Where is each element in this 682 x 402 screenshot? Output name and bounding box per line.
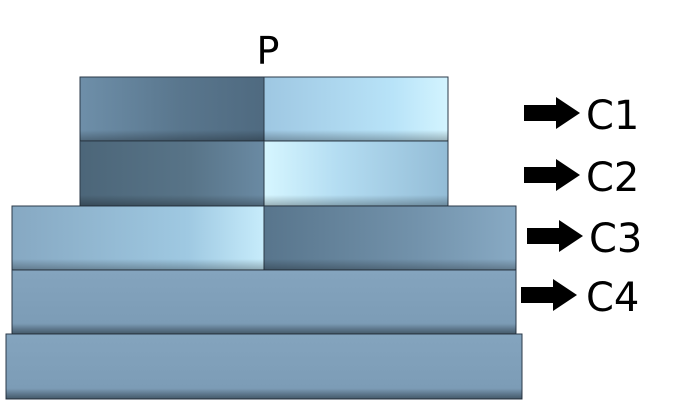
right-arrow-icon	[527, 220, 583, 252]
arrow-c2: C2	[524, 155, 639, 201]
layer-label-c3: C3	[589, 216, 642, 262]
layer-label-c4: C4	[586, 275, 639, 321]
top-label: P	[257, 29, 280, 73]
arrow-c1: C1	[524, 93, 639, 139]
base-slab	[5, 333, 523, 400]
layer-c4	[11, 269, 517, 335]
right-arrow-icon	[524, 97, 580, 129]
layer-c3	[11, 205, 517, 271]
arrow-c4: C4	[521, 275, 639, 321]
arrow-c3: C3	[527, 216, 642, 262]
right-arrow-icon	[524, 159, 580, 191]
layer-c1	[79, 76, 449, 142]
layer-c2	[79, 140, 449, 207]
layer-label-c2: C2	[586, 155, 639, 201]
right-arrow-icon	[521, 279, 577, 311]
layer-label-c1: C1	[586, 93, 639, 139]
